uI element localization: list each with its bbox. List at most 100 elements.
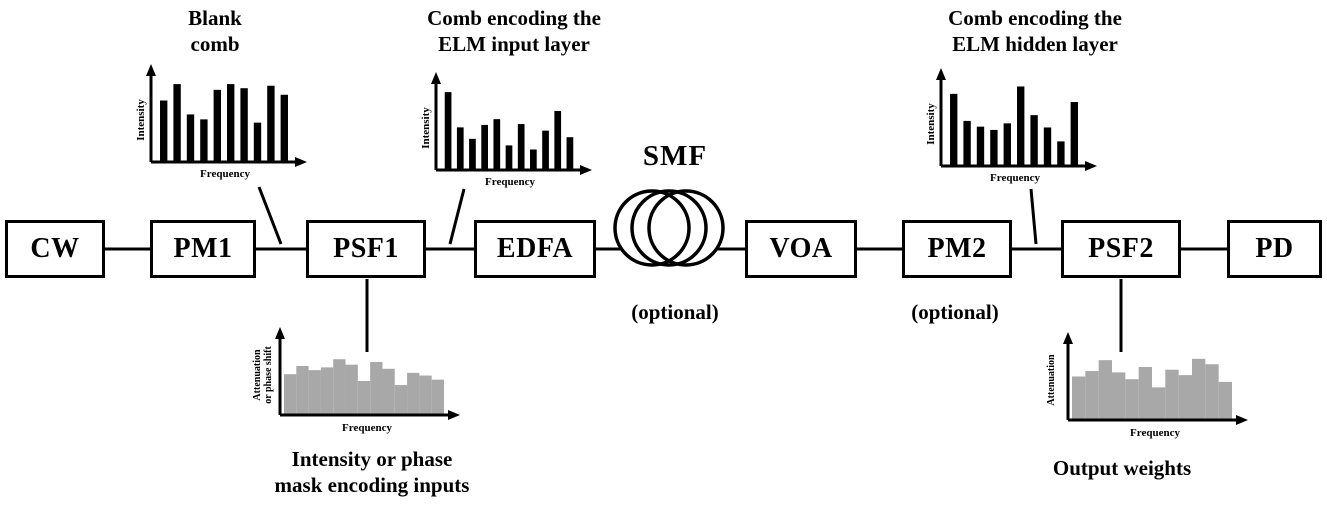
bar xyxy=(267,85,275,162)
box-pm2: PM2 xyxy=(902,220,1012,278)
chart-title-line2: ELM input layer xyxy=(438,32,590,57)
bar xyxy=(456,127,464,170)
connector-blank-comb xyxy=(257,186,283,245)
y-axis-arrow-icon xyxy=(936,68,946,80)
bar xyxy=(542,130,549,170)
box-voa: VOA xyxy=(745,220,857,278)
x-axis-label: Frequency xyxy=(485,176,535,188)
bar xyxy=(186,114,195,162)
smf-coil-icon xyxy=(613,189,725,267)
y-axis-label: Attenuation xyxy=(1046,354,1057,406)
optional-label-pm2: (optional) xyxy=(911,300,999,324)
y-axis-label-line1: Attenuation xyxy=(252,349,263,401)
bar xyxy=(1017,86,1025,166)
box-edfa: EDFA xyxy=(474,220,596,278)
y-axis-arrow-icon xyxy=(275,327,285,339)
x-axis-label: Frequency xyxy=(342,422,392,434)
connector-input-comb xyxy=(448,188,466,245)
caption-line1: Intensity or phase xyxy=(291,447,453,471)
chart-title-hidden-comb: Comb encoding the ELM hidden layer xyxy=(915,5,1155,58)
x-axis-label: Frequency xyxy=(990,172,1040,184)
x-axis-arrow-icon xyxy=(1236,415,1248,425)
bar xyxy=(308,370,321,415)
bar xyxy=(382,368,395,415)
x-axis-arrow-icon xyxy=(448,410,460,420)
chart-title-input-comb: Comb encoding the ELM input layer xyxy=(394,5,634,58)
bar xyxy=(554,110,562,170)
bar xyxy=(493,119,501,170)
comb-chart-input: Intensity Frequency xyxy=(420,72,592,188)
chart-title-line1: Comb encoding the xyxy=(427,6,601,30)
bar xyxy=(1152,387,1166,420)
bar xyxy=(407,372,420,415)
bar xyxy=(1112,372,1126,420)
bar xyxy=(320,367,334,415)
y-axis-arrow-icon xyxy=(1063,332,1073,344)
bar xyxy=(481,124,488,170)
bar xyxy=(431,379,444,415)
bar xyxy=(1165,369,1179,420)
chart-title-blank-comb: Blank comb xyxy=(130,5,300,58)
x-axis-arrow-icon xyxy=(580,165,592,175)
bar xyxy=(253,122,262,162)
bars xyxy=(444,92,574,170)
bar xyxy=(444,92,452,170)
chart-title-line1: Blank xyxy=(188,6,242,30)
bar xyxy=(1003,123,1011,166)
output-weights-caption: Output weights xyxy=(1052,456,1192,480)
bar xyxy=(1178,375,1192,420)
bar xyxy=(173,84,181,162)
bar xyxy=(160,100,168,162)
mask-chart-caption: Intensity or phase mask encoding inputs xyxy=(252,446,492,499)
box-psf2: PSF2 xyxy=(1061,220,1181,278)
bar xyxy=(227,84,235,162)
comb-chart-blank: Intensity Frequency xyxy=(135,64,307,180)
y-axis-label: Intensity xyxy=(925,103,937,145)
bar xyxy=(1098,360,1112,420)
bar xyxy=(419,375,432,415)
bar xyxy=(370,361,383,415)
bars xyxy=(950,86,1078,166)
bar xyxy=(200,119,208,162)
y-axis-label: Intensity xyxy=(135,99,147,141)
x-axis-arrow-icon xyxy=(1085,161,1097,171)
bar xyxy=(394,385,408,415)
smf-label: SMF xyxy=(642,140,708,172)
bar xyxy=(963,120,971,166)
box-pd: PD xyxy=(1227,220,1322,278)
bar xyxy=(213,89,221,162)
bars xyxy=(284,359,444,415)
bar xyxy=(1085,371,1099,420)
chart-title-line2: ELM hidden layer xyxy=(952,32,1118,57)
comb-chart-hidden: Intensity Frequency xyxy=(925,68,1097,184)
caption-line2: mask encoding inputs xyxy=(274,473,470,498)
bars xyxy=(1072,358,1232,420)
x-axis-label: Frequency xyxy=(200,168,250,180)
bar xyxy=(240,88,248,162)
bar xyxy=(1218,381,1232,420)
x-axis-arrow-icon xyxy=(295,157,307,167)
box-psf1: PSF1 xyxy=(306,220,426,278)
bar xyxy=(284,374,297,415)
chart-title-line2: comb xyxy=(190,32,240,57)
bar xyxy=(296,366,309,415)
bar xyxy=(566,137,574,170)
bar xyxy=(333,359,346,415)
box-cw: CW xyxy=(5,220,105,278)
bar xyxy=(1125,379,1139,420)
bar xyxy=(1138,366,1152,420)
bar xyxy=(1043,127,1052,166)
bar xyxy=(1192,358,1206,420)
bar xyxy=(1205,364,1219,420)
y-axis-arrow-icon xyxy=(431,72,441,84)
bar xyxy=(517,124,525,170)
bar xyxy=(1057,141,1065,166)
box-pm1: PM1 xyxy=(150,220,256,278)
bar xyxy=(530,149,537,170)
mask-chart: Attenuation or phase shift Frequency xyxy=(252,327,460,434)
bar xyxy=(990,129,998,166)
bar xyxy=(950,93,958,166)
bar xyxy=(505,145,513,170)
bars xyxy=(160,84,288,162)
